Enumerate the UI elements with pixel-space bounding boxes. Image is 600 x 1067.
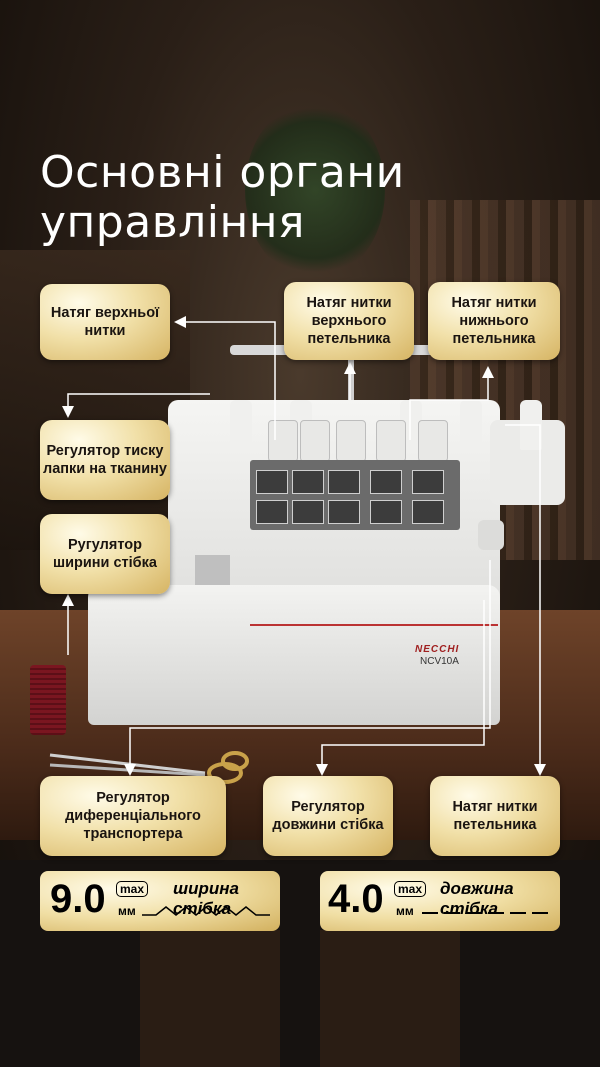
- stitch-diagram: [256, 500, 288, 524]
- callout-stitch-width-regulator: Ругулятор ширини стібка: [40, 514, 170, 594]
- table-leg-right: [320, 930, 460, 1067]
- stitch-length-max-badge: max: [394, 881, 427, 897]
- callout-looper-thread-tension: Натяг нитки петельника: [430, 776, 560, 856]
- model-number: NCV10A: [420, 656, 459, 667]
- zigzag-stitch-icon: [142, 906, 270, 916]
- accent-stripe: [250, 624, 498, 626]
- side-knob: [478, 520, 504, 550]
- stitch-diagram: [328, 500, 360, 524]
- stitch-diagram: [292, 470, 324, 494]
- stitch-diagram: [256, 470, 288, 494]
- stitch-length-spec: 4.0 max мм довжина стібка: [320, 871, 560, 931]
- straight-stitch-icon: [422, 912, 550, 914]
- red-thread-spool: [30, 665, 66, 735]
- stitch-chart-panel: [250, 460, 460, 530]
- callout-lower-looper-tension: Натяг нитки нижнього петельника: [428, 282, 560, 360]
- tension-dial: [376, 420, 406, 462]
- stitch-length-value: 4.0: [328, 877, 384, 921]
- background-plant: [245, 100, 385, 280]
- tension-dial: [336, 420, 366, 462]
- stitch-diagram: [412, 500, 444, 524]
- callout-differential-feed-regulator: Регулятор диференціального транспортера: [40, 776, 226, 856]
- callout-upper-thread-tension: Натяг верхньої нитки: [40, 284, 170, 360]
- spool: [230, 400, 252, 450]
- stitch-diagram: [370, 470, 402, 494]
- table-leg-left: [140, 930, 280, 1067]
- callout-stitch-length-regulator: Регулятор довжини стібка: [263, 776, 393, 856]
- callout-upper-looper-tension: Натяг нитки верхнього петельника: [284, 282, 414, 360]
- stitch-width-max-badge: max: [116, 881, 149, 897]
- stitch-width-value: 9.0: [50, 877, 106, 921]
- spool: [460, 400, 482, 450]
- thread-stand-pole: [348, 355, 354, 415]
- stitch-width-unit: мм: [118, 904, 136, 918]
- tension-dial: [300, 420, 330, 462]
- page-title: Основні органи управління: [40, 147, 405, 248]
- stitch-diagram: [412, 470, 444, 494]
- stitch-width-spec: 9.0 max мм ширина стібка: [40, 871, 280, 931]
- brand-logo: NECCHI: [415, 644, 460, 655]
- stitch-width-label: ширина стібка: [173, 879, 239, 918]
- callout-presser-foot-pressure: Регулятор тиску лапки на тканину: [40, 420, 170, 500]
- stitch-diagram: [328, 470, 360, 494]
- stitch-length-unit: мм: [396, 904, 414, 918]
- front-cover: [88, 585, 500, 725]
- stitch-diagram: [370, 500, 402, 524]
- stitch-diagram: [292, 500, 324, 524]
